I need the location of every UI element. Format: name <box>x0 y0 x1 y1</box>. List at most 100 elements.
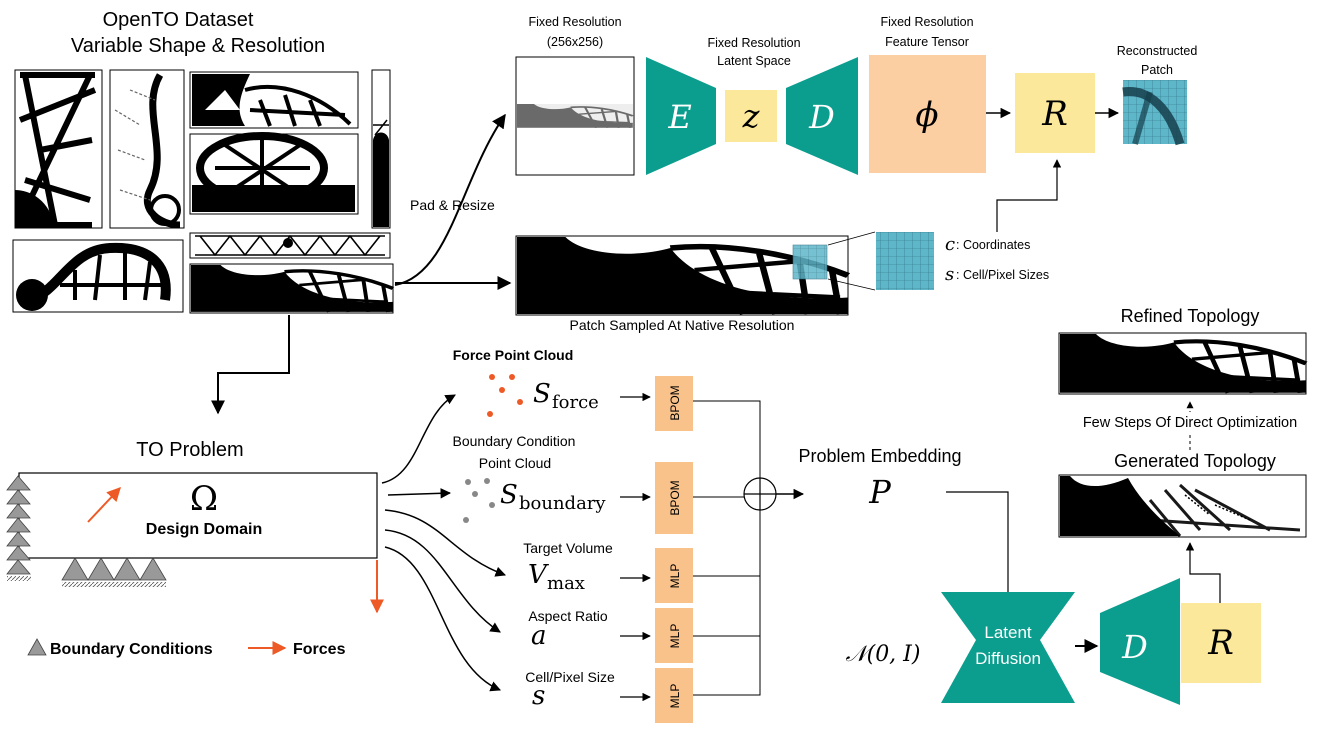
latent-diffusion-block: Latent Diffusion <box>941 592 1075 703</box>
svg-text:D: D <box>1121 628 1148 666</box>
generated-title: Generated Topology <box>1114 451 1276 471</box>
force-title: Force Point Cloud <box>453 347 574 363</box>
svg-text:z: z <box>742 97 761 135</box>
pad-resize-label: Pad & Resize <box>410 197 495 213</box>
reconstructed-title: Reconstructed <box>1117 44 1198 58</box>
cell-symbol: s <box>532 681 545 711</box>
force-sub: force <box>552 392 599 413</box>
encoder-E: E <box>646 57 716 175</box>
embedding-title: Problem Embedding <box>798 446 961 466</box>
svg-text:R: R <box>1207 623 1234 663</box>
dataset-to-problem-arrow <box>211 315 290 415</box>
to-problem-title: TO Problem <box>136 439 243 461</box>
zoom-line-top <box>827 231 876 246</box>
latent-z: z <box>725 90 777 142</box>
aspect-symbol: a <box>531 621 547 651</box>
dataset-sample-4 <box>189 132 359 215</box>
volume-sub: max <box>547 573 585 594</box>
coord-label: : Coordinates <box>956 238 1030 252</box>
volume-symbol: V <box>528 560 549 590</box>
svg-text:Latent: Latent <box>984 623 1032 642</box>
dataset-sample-5 <box>371 69 391 229</box>
sum-node <box>743 477 777 511</box>
problem-to-boundary-arrow <box>387 488 452 499</box>
dataset-sample-8 <box>190 264 393 313</box>
boundary-title-2: Point Cloud <box>479 455 551 471</box>
boundary-point-cloud <box>463 478 495 523</box>
aspect-title: Aspect Ratio <box>528 608 608 624</box>
boundary-sub: boundary <box>519 493 606 514</box>
reconstructed-subtitle: Patch <box>1141 63 1173 77</box>
svg-text:BPOM: BPOM <box>668 385 682 420</box>
force-symbol: S <box>533 379 551 409</box>
coords-to-R-arrow <box>996 159 1062 232</box>
volume-title: Target Volume <box>523 540 613 556</box>
bpom-boundary-block: BPOM <box>655 462 693 534</box>
fixed-res-size: (256x256) <box>547 35 603 49</box>
native-patch-image <box>516 236 848 315</box>
boundary-title-1: Boundary Condition <box>453 433 576 449</box>
pad-resize-arrow <box>394 113 506 286</box>
cell-title: Cell/Pixel Size <box>525 669 615 685</box>
force-point-cloud <box>487 374 523 417</box>
renderer-R-top: R <box>1015 73 1095 153</box>
design-domain: Ω Design Domain <box>18 472 378 559</box>
diffusion-renderer-R: R <box>1181 603 1261 683</box>
size-label: : Cell/Pixel Sizes <box>956 268 1049 282</box>
svg-text:ϕ: ϕ <box>915 95 938 135</box>
legend: Boundary Conditions Forces <box>27 638 346 658</box>
svg-text:MLP: MLP <box>668 624 682 649</box>
patch-caption: Patch Sampled At Native Resolution <box>570 317 795 333</box>
dataset-sample-1 <box>14 69 103 229</box>
problem-to-cell-arrow <box>384 546 501 692</box>
size-symbol: s <box>945 264 954 285</box>
boundary-symbol: S <box>500 480 518 510</box>
svg-text:MLP: MLP <box>668 564 682 589</box>
noise-label: 𝒩(0, I) <box>846 642 921 667</box>
legend-bc-icon <box>27 638 47 656</box>
feature-title: Fixed Resolution <box>880 15 973 29</box>
boundary-supports-bottom <box>61 557 167 587</box>
decoder-D: D <box>786 57 858 175</box>
dataset-sample-3 <box>189 71 359 129</box>
dataset-title: OpenTO Dataset <box>103 9 254 31</box>
refined-topology <box>1059 333 1306 394</box>
svg-text:MLP: MLP <box>668 684 682 709</box>
svg-text:Ω: Ω <box>190 479 218 519</box>
boundary-supports-left <box>6 475 31 581</box>
svg-text:BPOM: BPOM <box>668 480 682 515</box>
embedding-symbol: P <box>868 473 891 511</box>
svg-text:R: R <box>1041 94 1068 134</box>
mlp-cell-block: MLP <box>655 668 693 723</box>
problem-to-aspect-arrow <box>384 529 501 633</box>
latent-title: Fixed Resolution <box>707 36 800 50</box>
svg-text:Design Domain: Design Domain <box>146 521 262 538</box>
latent-subtitle: Latent Space <box>717 54 791 68</box>
patch-grid <box>876 232 934 290</box>
svg-text:D: D <box>808 98 835 136</box>
mlp-aspect-block: MLP <box>655 608 693 663</box>
zoom-line-bottom <box>827 278 876 291</box>
svg-text:Diffusion: Diffusion <box>975 649 1041 668</box>
dataset-subtitle: Variable Shape & Resolution <box>71 35 325 57</box>
problem-to-force-arrow <box>381 394 456 484</box>
bpom-force-block: BPOM <box>655 376 693 431</box>
R-to-generated-arrow <box>1185 542 1221 603</box>
generated-topology <box>1058 474 1307 538</box>
dataset-sample-6 <box>12 239 184 313</box>
diffusion-decoder-D: D <box>1100 578 1180 705</box>
fixed-res-title: Fixed Resolution <box>528 15 621 29</box>
mlp-volume-block: MLP <box>655 548 693 603</box>
legend-forces-label: Forces <box>293 641 346 658</box>
svg-text:E: E <box>667 98 691 136</box>
aggregation-lines <box>693 400 761 696</box>
refined-title: Refined Topology <box>1121 306 1260 326</box>
dataset-sample-2 <box>109 69 185 229</box>
fixed-res-image <box>515 56 635 176</box>
few-steps-bg <box>1060 412 1322 432</box>
feature-tensor-phi: ϕ <box>869 55 986 173</box>
dataset-sample-7 <box>189 232 391 259</box>
embedding-to-diffusion-line <box>946 491 1009 626</box>
coord-symbol: c <box>945 234 955 255</box>
